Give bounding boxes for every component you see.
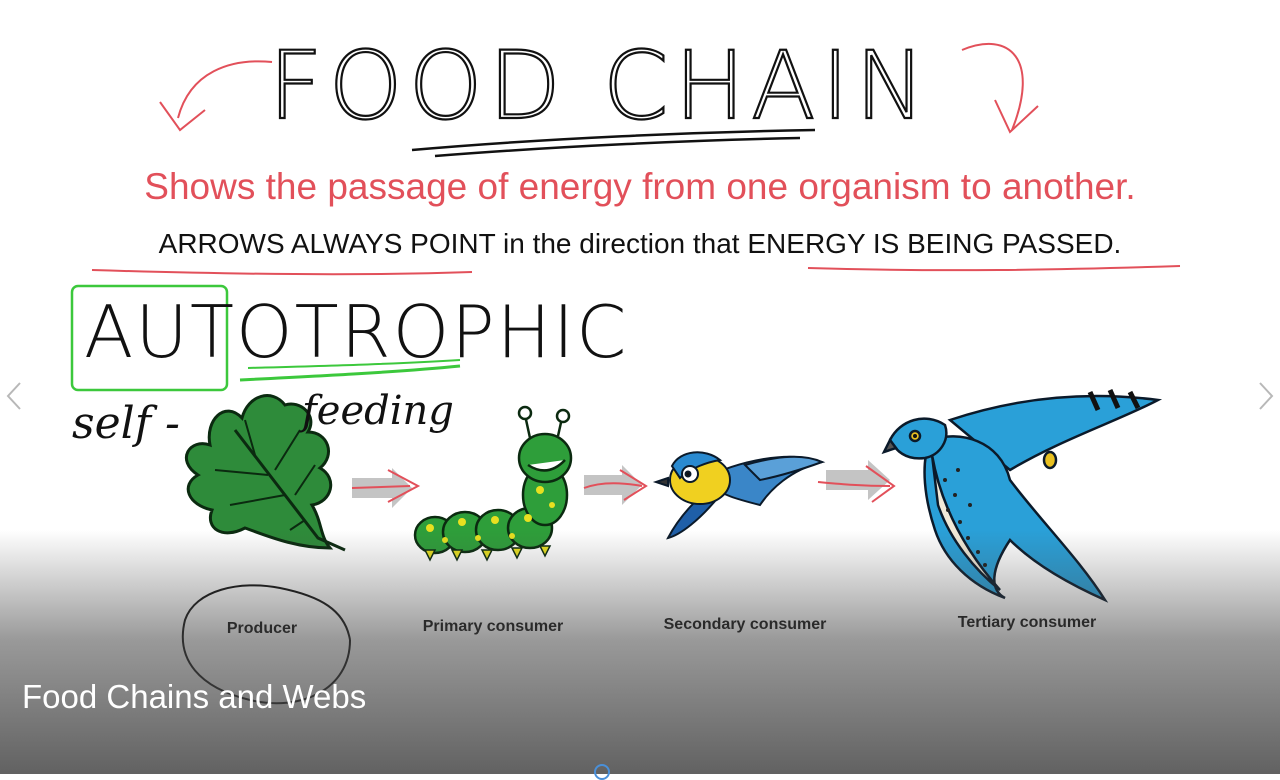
rule-underline-right <box>807 265 1181 272</box>
auto-highlight-box <box>70 284 229 392</box>
feeding-label: feeding <box>302 388 454 434</box>
subtitle: Shows the passage of energy from one org… <box>144 166 1136 207</box>
slide-indicator-dot[interactable] <box>594 764 610 780</box>
autotrophic-label: AUTOTROPHIC <box>84 290 629 374</box>
next-slide-button[interactable] <box>1254 378 1278 414</box>
previous-slide-button[interactable] <box>2 378 26 414</box>
organism-label-producer: Producer <box>226 620 298 637</box>
energy-arrow-2-icon <box>583 465 648 505</box>
curved-arrow-left-icon <box>159 60 273 132</box>
organism-label-secondary: Secondary consumer <box>663 616 827 633</box>
hawk-icon <box>881 388 1163 603</box>
blue-tit-bird-icon <box>652 451 826 540</box>
slide-caption: Food Chains and Webs <box>22 678 367 715</box>
chevron-left-icon <box>6 382 21 410</box>
energy-arrow-1-icon <box>351 468 421 508</box>
trophic-underline <box>239 364 461 382</box>
self-label: self - <box>72 398 180 449</box>
organism-label-tertiary: Tertiary consumer <box>957 614 1097 631</box>
rule-underline-left <box>91 269 473 276</box>
organism-label-primary: Primary consumer <box>422 618 564 635</box>
curved-arrow-right-icon <box>961 42 1039 134</box>
arrow-rule-text: ARROWS ALWAYS POINT in the direction tha… <box>158 228 1122 259</box>
chevron-right-icon <box>1259 382 1274 410</box>
title-underline <box>411 128 816 158</box>
oak-leaf-icon <box>184 394 346 552</box>
energy-arrow-3-icon <box>817 460 896 503</box>
page-title: FOOD CHAIN <box>269 32 932 141</box>
